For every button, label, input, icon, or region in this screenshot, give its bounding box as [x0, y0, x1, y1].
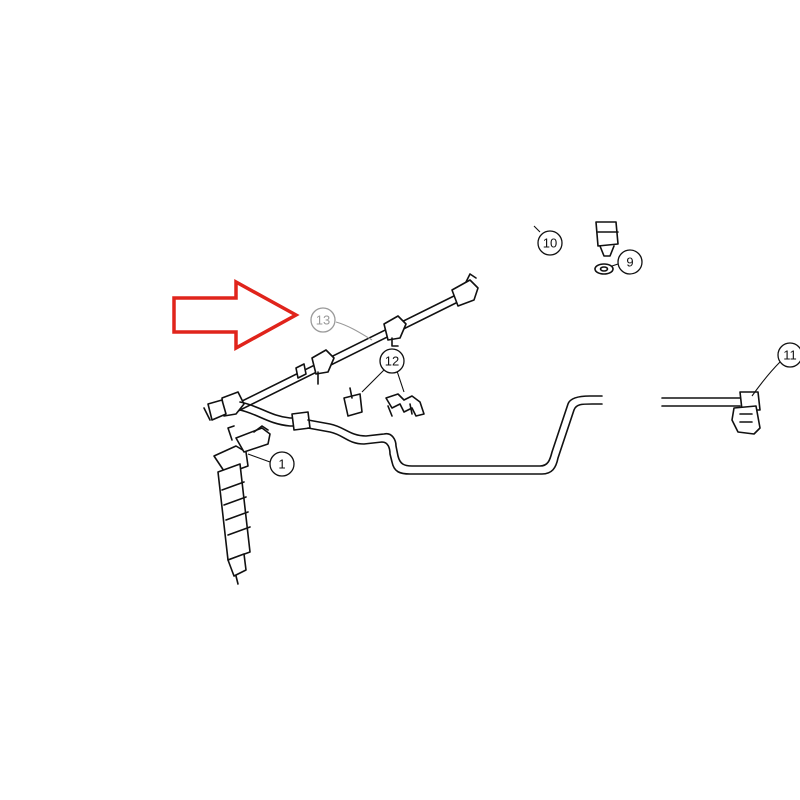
- callout-12-label: 12: [385, 354, 399, 369]
- callout-11-label: 11: [783, 348, 797, 363]
- callout-13-label: 13: [316, 313, 330, 328]
- callout-12: 12: [379, 348, 405, 374]
- leader-9: [611, 263, 619, 267]
- callout-11: 11: [777, 342, 800, 368]
- leader-1: [247, 453, 271, 463]
- fuel-line: [239, 391, 761, 475]
- injector: [213, 425, 271, 585]
- leader-10: [533, 225, 541, 233]
- clips: [343, 387, 425, 417]
- callout-1: 1: [269, 451, 295, 477]
- callout-13: 13: [310, 307, 336, 333]
- callout-10: 10: [537, 230, 563, 256]
- leader-11: [751, 361, 781, 397]
- callout-9: 9: [617, 249, 643, 275]
- callout-9-label: 9: [626, 255, 633, 270]
- highlight-arrow: [172, 279, 300, 351]
- part-9-washer: [594, 263, 614, 275]
- fuel-rail: [203, 273, 479, 421]
- callout-10-label: 10: [543, 236, 557, 251]
- leader-13: [335, 321, 373, 341]
- callout-1-label: 1: [278, 457, 285, 472]
- part-10-injector-tip: [595, 221, 619, 257]
